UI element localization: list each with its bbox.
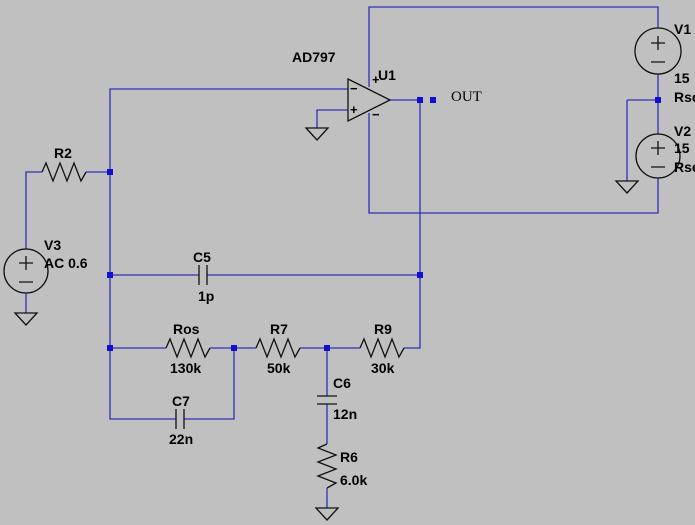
ground-icon <box>304 127 330 141</box>
junction-dot <box>107 345 113 351</box>
capacitor-c7: C7 22n <box>169 393 193 447</box>
ros-value-label: 130k <box>170 360 201 376</box>
r7-value-label: 50k <box>267 360 291 376</box>
resistor-r2: R2 <box>41 145 87 183</box>
c5-ref-label: C5 <box>193 249 211 265</box>
junction-dot <box>417 97 423 103</box>
v1-ref-label: V1 <box>674 21 691 37</box>
v1-extra-label: Rse <box>674 89 695 105</box>
capacitor-c6: C6 12n <box>317 375 357 422</box>
c6-ref-label: C6 <box>333 375 351 391</box>
junction-dot <box>324 345 330 351</box>
opamp-ref-label: U1 <box>378 67 396 83</box>
voltage-source-v1: V1 15 Rse <box>634 21 695 105</box>
ground-icon <box>314 507 340 521</box>
r9-ref-label: R9 <box>374 321 392 337</box>
opamp-plus-sign: + <box>350 102 358 117</box>
r2-ref-label: R2 <box>54 145 72 161</box>
junction-dot <box>231 345 237 351</box>
ground-symbols <box>13 127 640 521</box>
opamp-v-minus-sign: − <box>372 107 380 122</box>
wires <box>25 6 659 508</box>
junctions <box>107 97 661 351</box>
capacitor-c5: C5 1p <box>193 249 214 304</box>
ground-icon <box>13 312 39 326</box>
junction-dot <box>107 169 113 175</box>
opamp-minus-sign: − <box>350 81 358 96</box>
resistor-r6: R6 6.0k <box>316 443 367 489</box>
resistor-r7: R7 50k <box>255 321 301 376</box>
v3-value-label: AC 0.6 <box>44 255 88 271</box>
voltage-source-v3: V3 AC 0.6 <box>3 237 88 294</box>
junction-dot <box>417 272 423 278</box>
junction-dot <box>107 272 113 278</box>
v2-value-label: 15 <box>674 140 690 156</box>
resistor-ros: Ros 130k <box>165 321 211 376</box>
opamp-v-plus-sign: + <box>372 72 380 87</box>
junction-dot <box>655 97 661 103</box>
c7-ref-label: C7 <box>172 393 190 409</box>
r6-ref-label: R6 <box>340 449 358 465</box>
opamp-model-label: AD797 <box>292 49 336 65</box>
opamp-triangle <box>347 77 392 123</box>
v2-extra-label: Rse <box>674 159 695 175</box>
v1-value-label: 15 <box>674 70 690 86</box>
r7-ref-label: R7 <box>270 321 288 337</box>
ground-icon <box>614 180 640 194</box>
voltage-source-v2: V2 15 Rse <box>635 123 695 179</box>
v2-ref-label: V2 <box>674 123 691 139</box>
r9-value-label: 30k <box>371 360 395 376</box>
junction-dot <box>430 97 436 103</box>
resistor-r9: R9 30k <box>359 321 405 376</box>
r6-value-label: 6.0k <box>340 472 367 488</box>
ros-ref-label: Ros <box>173 321 200 337</box>
c6-value-label: 12n <box>333 406 357 422</box>
net-label-out: OUT <box>451 89 482 105</box>
opamp-u1: − + + − AD797 U1 <box>292 49 396 123</box>
c5-value-label: 1p <box>198 288 214 304</box>
c7-value-label: 22n <box>169 431 193 447</box>
v3-ref-label: V3 <box>44 237 61 253</box>
